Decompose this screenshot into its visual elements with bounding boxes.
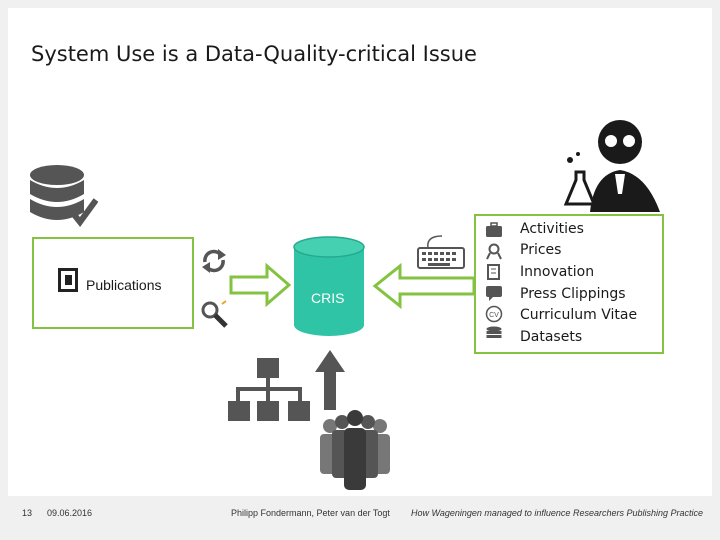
cris-label: CRIS [311,290,345,306]
footer-authors: Philipp Fondermann, Peter van der Togt [231,508,390,518]
footer-date: 09.06.2016 [47,508,93,518]
cris-database-icon [293,236,365,336]
list-item-datasets: Datasets [520,329,583,345]
list-item-prices: Prices [520,242,562,258]
scientist-icon [563,120,660,212]
people-group-icon [320,410,390,490]
activity-list-box [474,214,664,354]
list-item-innovation: Innovation [520,264,595,280]
search-icon [201,300,228,328]
briefcase-icon [486,222,502,237]
svg-text:CV: CV [489,312,499,319]
org-chart-icon [228,358,310,421]
refresh-icon [202,249,226,273]
footer-talk-title: How Wageningen managed to influence Rese… [411,508,704,518]
activity-list-icons: CV [485,222,503,338]
left-arrow-icon [372,263,476,309]
document-edit-icon [487,264,500,280]
cv-icon: CV [485,305,503,323]
document-icon [58,268,78,292]
award-icon [486,243,502,260]
list-item-activities: Activities [520,221,584,237]
right-arrow-icon [229,263,291,307]
chat-icon [486,286,502,301]
up-arrow-icon [315,350,345,410]
slide-number: 13 [22,508,33,518]
database-check-icon [30,165,98,227]
keyboard-icon [417,235,465,269]
publications-label: Publications [86,277,162,293]
list-item-press-clippings: Press Clippings [520,286,626,302]
database-icon [486,326,502,338]
slide-title: System Use is a Data-Quality-critical Is… [31,42,477,66]
list-item-curriculum-vitae: Curriculum Vitae [520,307,638,323]
